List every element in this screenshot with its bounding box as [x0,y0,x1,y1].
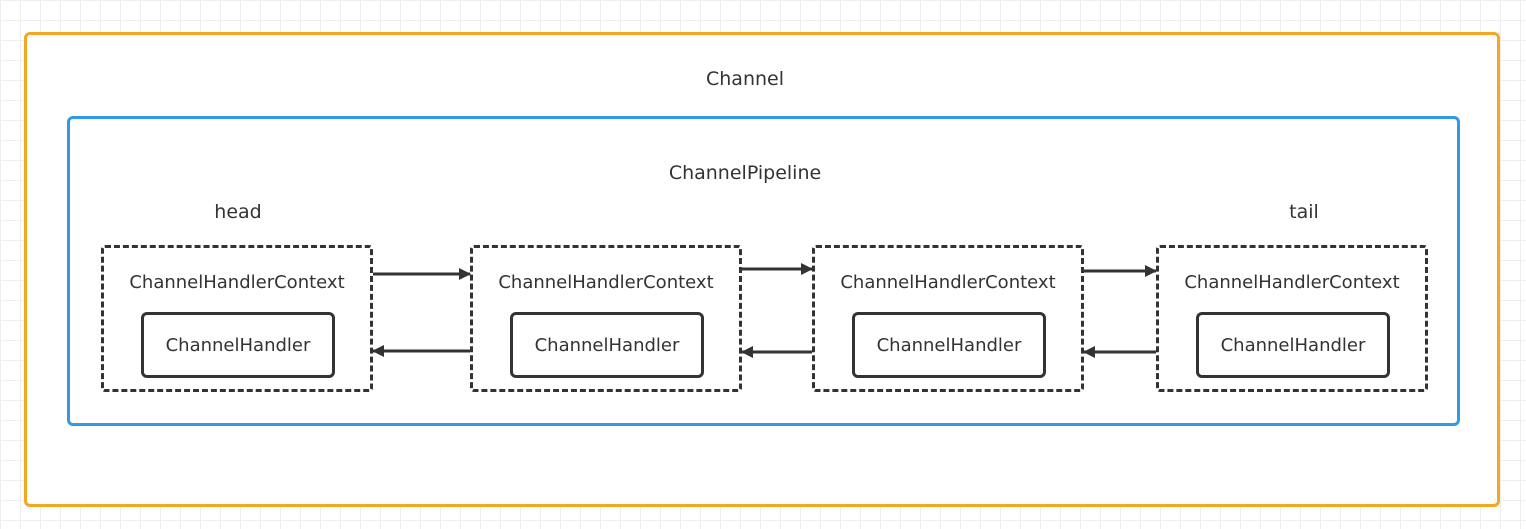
handler-context-label: ChannelHandlerContext [1184,272,1400,293]
handler-context-label: ChannelHandlerContext [129,272,345,293]
handler-context-label: ChannelHandlerContext [498,272,714,293]
channel-handler: ChannelHandler [1196,312,1390,378]
channel-handler: ChannelHandler [141,312,335,378]
channel-handler: ChannelHandler [852,312,1046,378]
handler-context-head: ChannelHandlerContext ChannelHandler [101,245,373,392]
handler-context-3: ChannelHandlerContext ChannelHandler [812,245,1084,392]
tail-label: tail [1289,201,1319,223]
handler-context-tail: ChannelHandlerContext ChannelHandler [1156,245,1428,392]
channel-handler: ChannelHandler [510,312,704,378]
handler-context-label: ChannelHandlerContext [840,272,1056,293]
channel-pipeline-label: ChannelPipeline [668,162,822,184]
handler-context-2: ChannelHandlerContext ChannelHandler [470,245,742,392]
head-label: head [214,201,262,223]
channel-label: Channel [705,68,785,90]
